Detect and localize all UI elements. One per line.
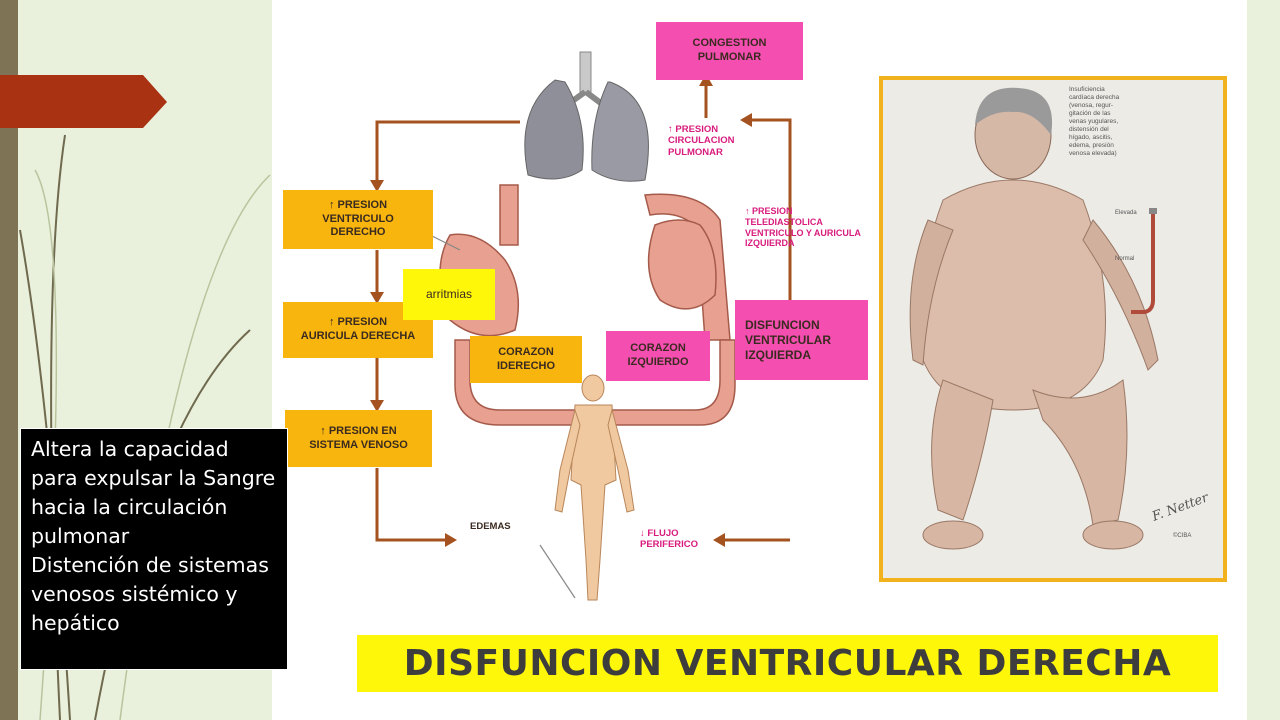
note-line-1: Altera la capacidad para expulsar la San… — [31, 437, 276, 548]
lungs-illustration — [524, 51, 649, 182]
box-corazon-derecho: CORAZON IDERECHO — [470, 336, 582, 383]
label-presion-circulacion-pulmonar: ↑ PRESION CIRCULACION PULMONAR — [668, 124, 735, 158]
patient-figure-drawing — [909, 87, 1159, 550]
box-congestion-pulmonar: CONGESTION PULMONAR — [656, 22, 803, 80]
label-edemas: EDEMAS — [470, 521, 511, 532]
illustration-caption: Insuficiencia cardíaca derecha (venosa, … — [1069, 86, 1120, 157]
note-line-2: Distención de sistemas venosos sistémico… — [31, 553, 269, 635]
label-flujo-periferico: ↓ FLUJO PERIFERICO — [640, 528, 699, 551]
box-arritmias: arritmias — [403, 269, 495, 320]
box-corazon-izquierdo: CORAZON IZQUIERDO — [606, 331, 710, 381]
red-tab-shape — [0, 75, 167, 128]
label-presion-telediastolica: ↑ PRESION TELEDIASTOLICA VENTRICULO Y AU… — [745, 206, 861, 249]
body-figure — [554, 374, 635, 601]
note-box: Altera la capacidad para expulsar la San… — [20, 428, 288, 670]
pointer-lines — [429, 234, 576, 599]
title-banner: DISFUNCION VENTRICULAR DERECHA — [357, 635, 1218, 692]
slide-title: DISFUNCION VENTRICULAR DERECHA — [403, 643, 1172, 684]
box-presion-ventriculo-derecho: ↑ PRESION VENTRICULO DERECHO — [283, 190, 433, 249]
ciba-mark: ©CIBA — [1173, 533, 1192, 539]
box-disfuncion-ventricular-izquierda: DISFUNCION VENTRICULAR IZQUIERDA — [735, 300, 868, 380]
left-decor-strip — [0, 0, 18, 720]
label-normal: Normal — [1115, 256, 1135, 262]
arrow-heads — [370, 74, 752, 547]
patient-illustration: Insuficiencia cardíaca derecha (venosa, … — [879, 76, 1227, 582]
flow-arrows — [375, 84, 792, 542]
box-presion-sistema-venoso: ↑ PRESION EN SISTEMA VENOSO — [285, 410, 432, 467]
label-elevada: Elevada — [1115, 210, 1137, 216]
